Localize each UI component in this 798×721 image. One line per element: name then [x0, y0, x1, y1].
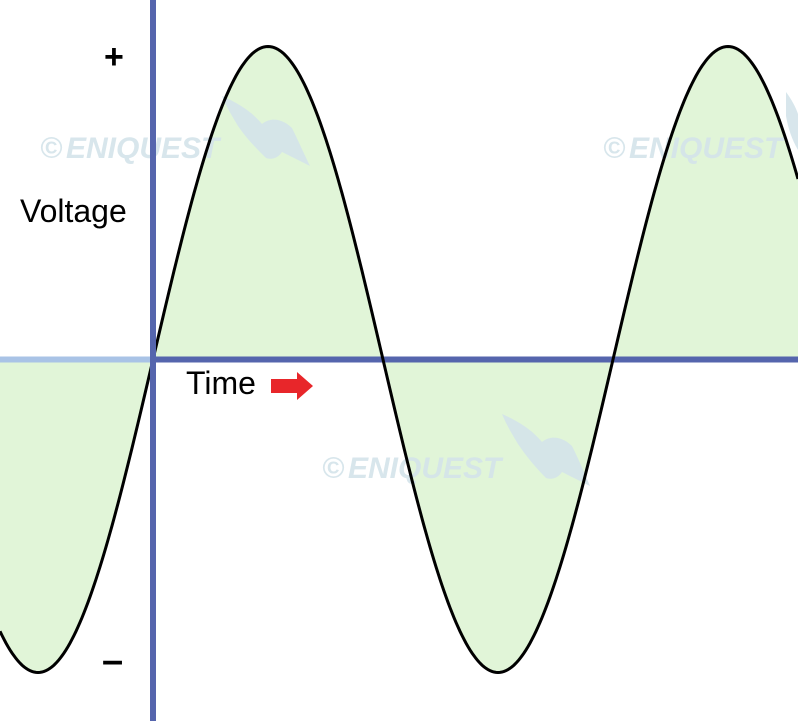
voltage-axis-label: Voltage	[20, 193, 127, 229]
negative-voltage-label: –	[102, 640, 124, 682]
voltage-sine-wave	[0, 44, 798, 675]
positive-voltage-label: +	[104, 38, 124, 76]
watermark-copyright-icon: ©	[603, 132, 626, 165]
eagle-icon	[222, 96, 310, 166]
right-arrow-icon	[271, 372, 313, 400]
watermark-text: ENIQUEST	[66, 132, 222, 165]
time-axis-label: Time	[186, 365, 256, 401]
eagle-icon	[502, 414, 590, 486]
watermark-copyright-icon: ©	[40, 132, 63, 165]
watermark-text: ENIQUEST	[348, 452, 504, 485]
watermark: © ENIQUEST © ENIQUEST © ENIQUEST	[40, 92, 798, 486]
watermark-text: ENIQUEST	[629, 132, 785, 165]
watermark-copyright-icon: ©	[322, 452, 345, 485]
eagle-icon	[786, 92, 798, 150]
